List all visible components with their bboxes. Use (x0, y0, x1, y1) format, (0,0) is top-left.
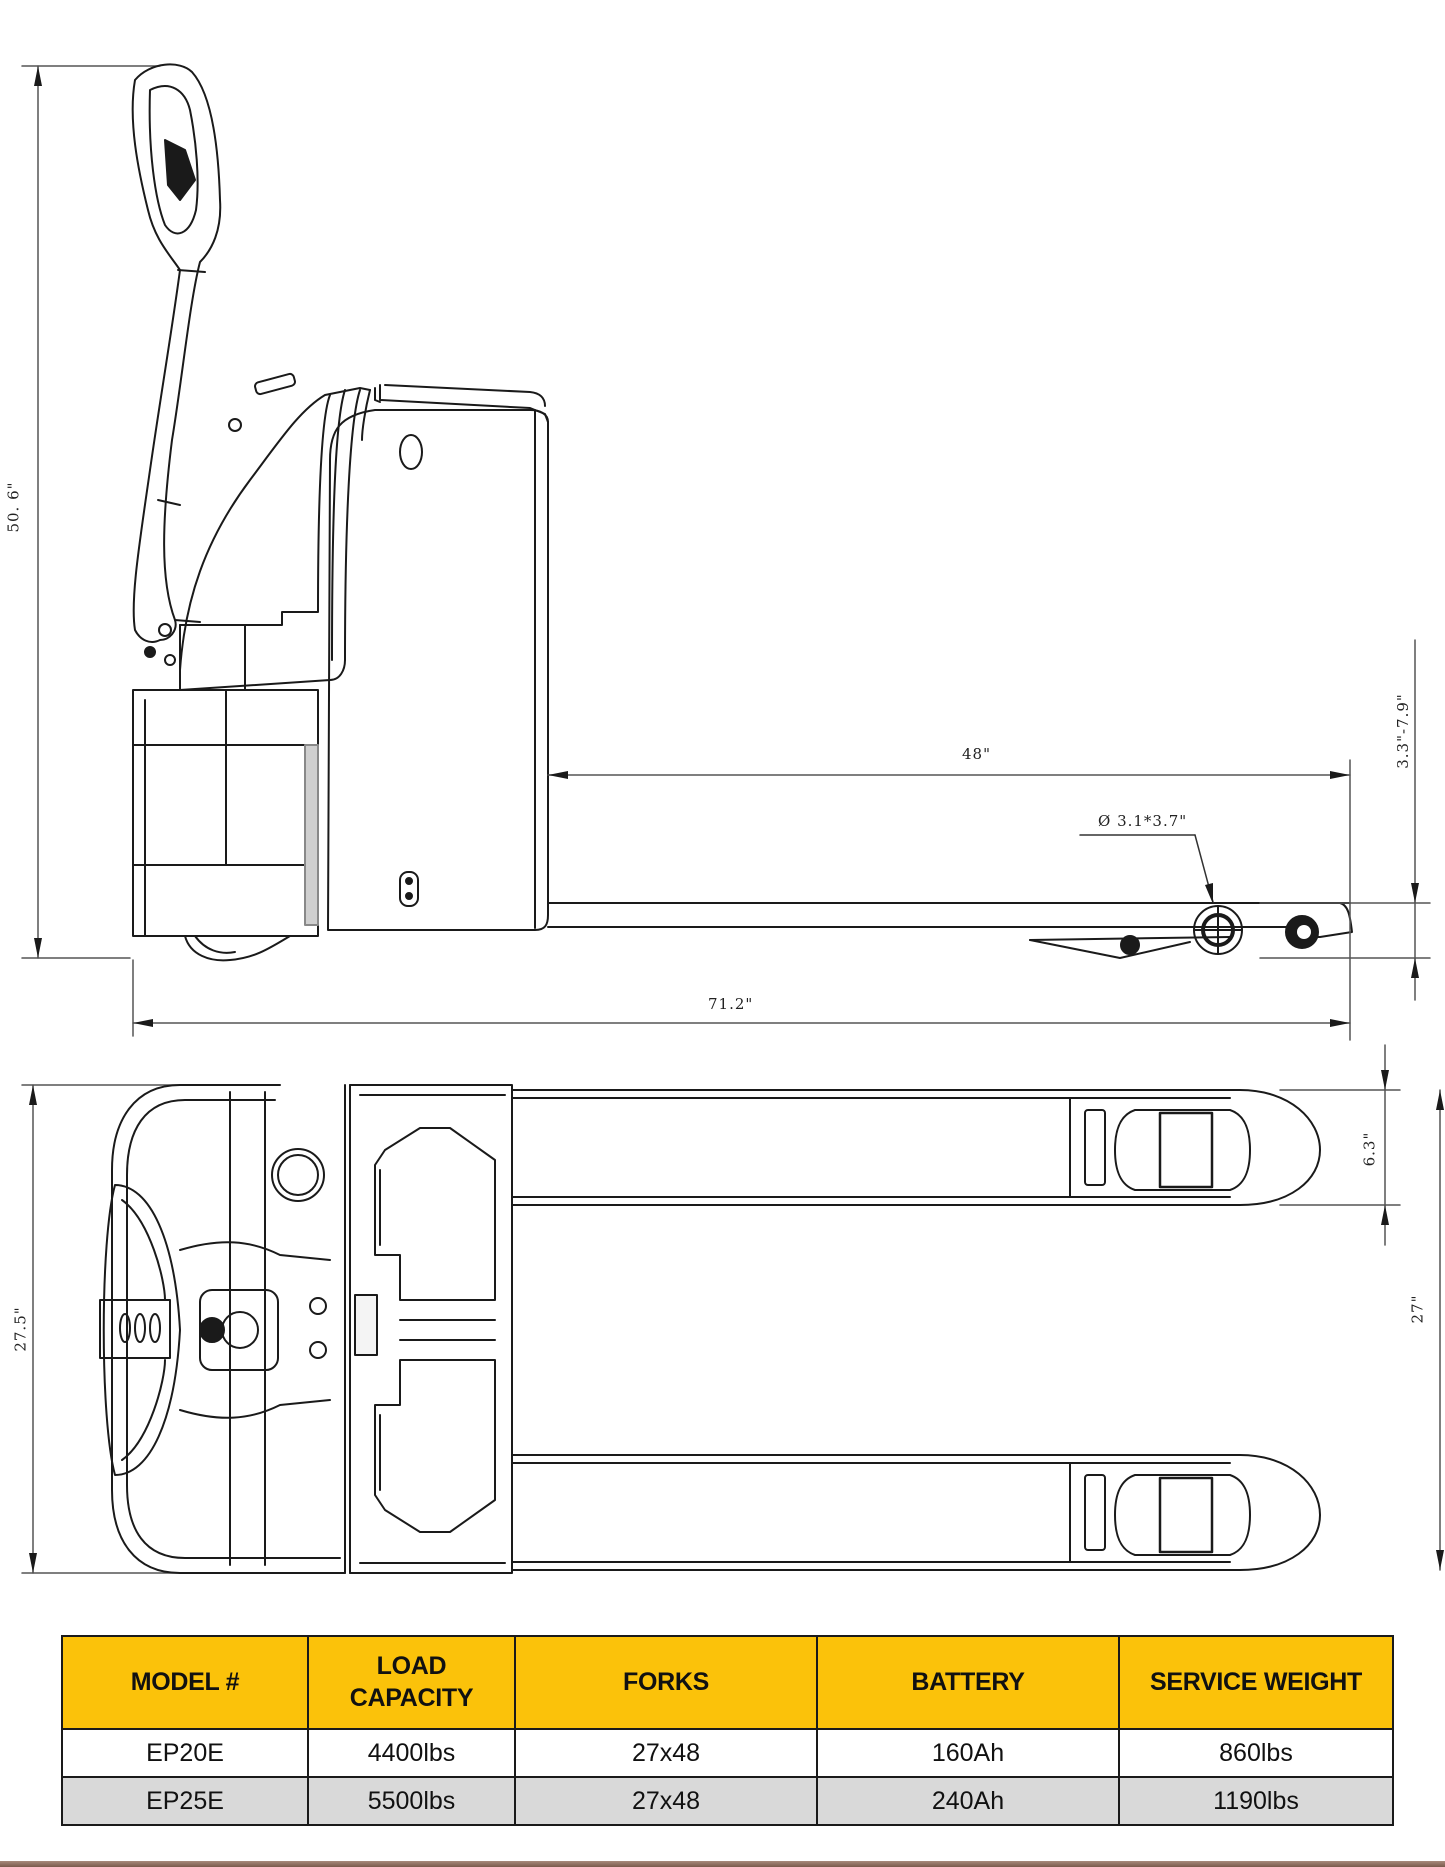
overall-height-label: 50. 6" (4, 481, 23, 533)
header-service-weight: SERVICE WEIGHT (1118, 1635, 1394, 1730)
tiller-head-top (99, 1184, 331, 1476)
side-view (21, 63, 1431, 1041)
cell-service-weight: 860lbs (1118, 1728, 1394, 1778)
fork-spread-dimension-line (1436, 1089, 1444, 1571)
tiller-handle (131, 63, 222, 666)
lower-chassis (132, 689, 319, 937)
fork-length-dimension-line (547, 759, 1351, 1041)
overall-length-dimension-line (132, 959, 1351, 1037)
battery-cover-top (349, 1084, 513, 1574)
table-row: EP25E 5500lbs 27x48 240Ah 1190lbs (61, 1776, 1394, 1826)
tractor-frame (111, 1084, 351, 1574)
wheel-diameter-label: Ø 3.1*3.7" (1098, 812, 1188, 830)
cell-forks: 27x48 (514, 1728, 818, 1778)
cell-battery: 240Ah (816, 1776, 1120, 1826)
overall-width-label: 27.5" (11, 1306, 30, 1352)
header-battery: BATTERY (816, 1635, 1120, 1730)
header-load-line-2: CAPACITY (349, 1683, 474, 1712)
fork-height-dimension-line (1259, 639, 1431, 1001)
cell-model: EP20E (61, 1728, 309, 1778)
main-body (327, 384, 549, 931)
header-model: MODEL # (61, 1635, 309, 1730)
fork-height-range-label: 3.3"-7.9" (1393, 693, 1412, 769)
header-load-line-1: LOAD (376, 1652, 447, 1681)
fork-width-label: 6.3" (1360, 1131, 1379, 1167)
drive-housing (174, 372, 381, 691)
cell-battery: 160Ah (816, 1728, 1120, 1778)
bottom-border-bar (0, 1861, 1445, 1867)
cell-load-capacity: 4400lbs (307, 1728, 516, 1778)
header-forks: FORKS (514, 1635, 818, 1730)
pallet-jack-drawing (21, 63, 1444, 1574)
cell-load-capacity: 5500lbs (307, 1776, 516, 1826)
fork-upper (511, 1089, 1321, 1206)
cell-model: EP25E (61, 1776, 309, 1826)
fork-lower (511, 1454, 1321, 1571)
cell-forks: 27x48 (514, 1776, 818, 1826)
fork-spread-label: 27" (1408, 1294, 1427, 1324)
cell-service-weight: 1190lbs (1118, 1776, 1394, 1826)
fork-side (547, 902, 1353, 959)
spec-table: MODEL # LOAD CAPACITY FORKS BATTERY SERV… (61, 1635, 1394, 1826)
fork-length-label: 48" (962, 745, 991, 763)
wheel-callout-leader (1079, 834, 1214, 904)
drive-wheel (184, 935, 291, 962)
table-row: EP20E 4400lbs 27x48 160Ah 860lbs (61, 1728, 1394, 1778)
fork-width-dimension-line (1279, 1044, 1401, 1246)
spec-table-header: MODEL # LOAD CAPACITY FORKS BATTERY SERV… (61, 1635, 1394, 1730)
height-dimension-line (21, 65, 161, 959)
header-load-capacity: LOAD CAPACITY (307, 1635, 516, 1730)
overall-length-label: 71.2" (708, 995, 754, 1013)
top-view (21, 1044, 1444, 1574)
